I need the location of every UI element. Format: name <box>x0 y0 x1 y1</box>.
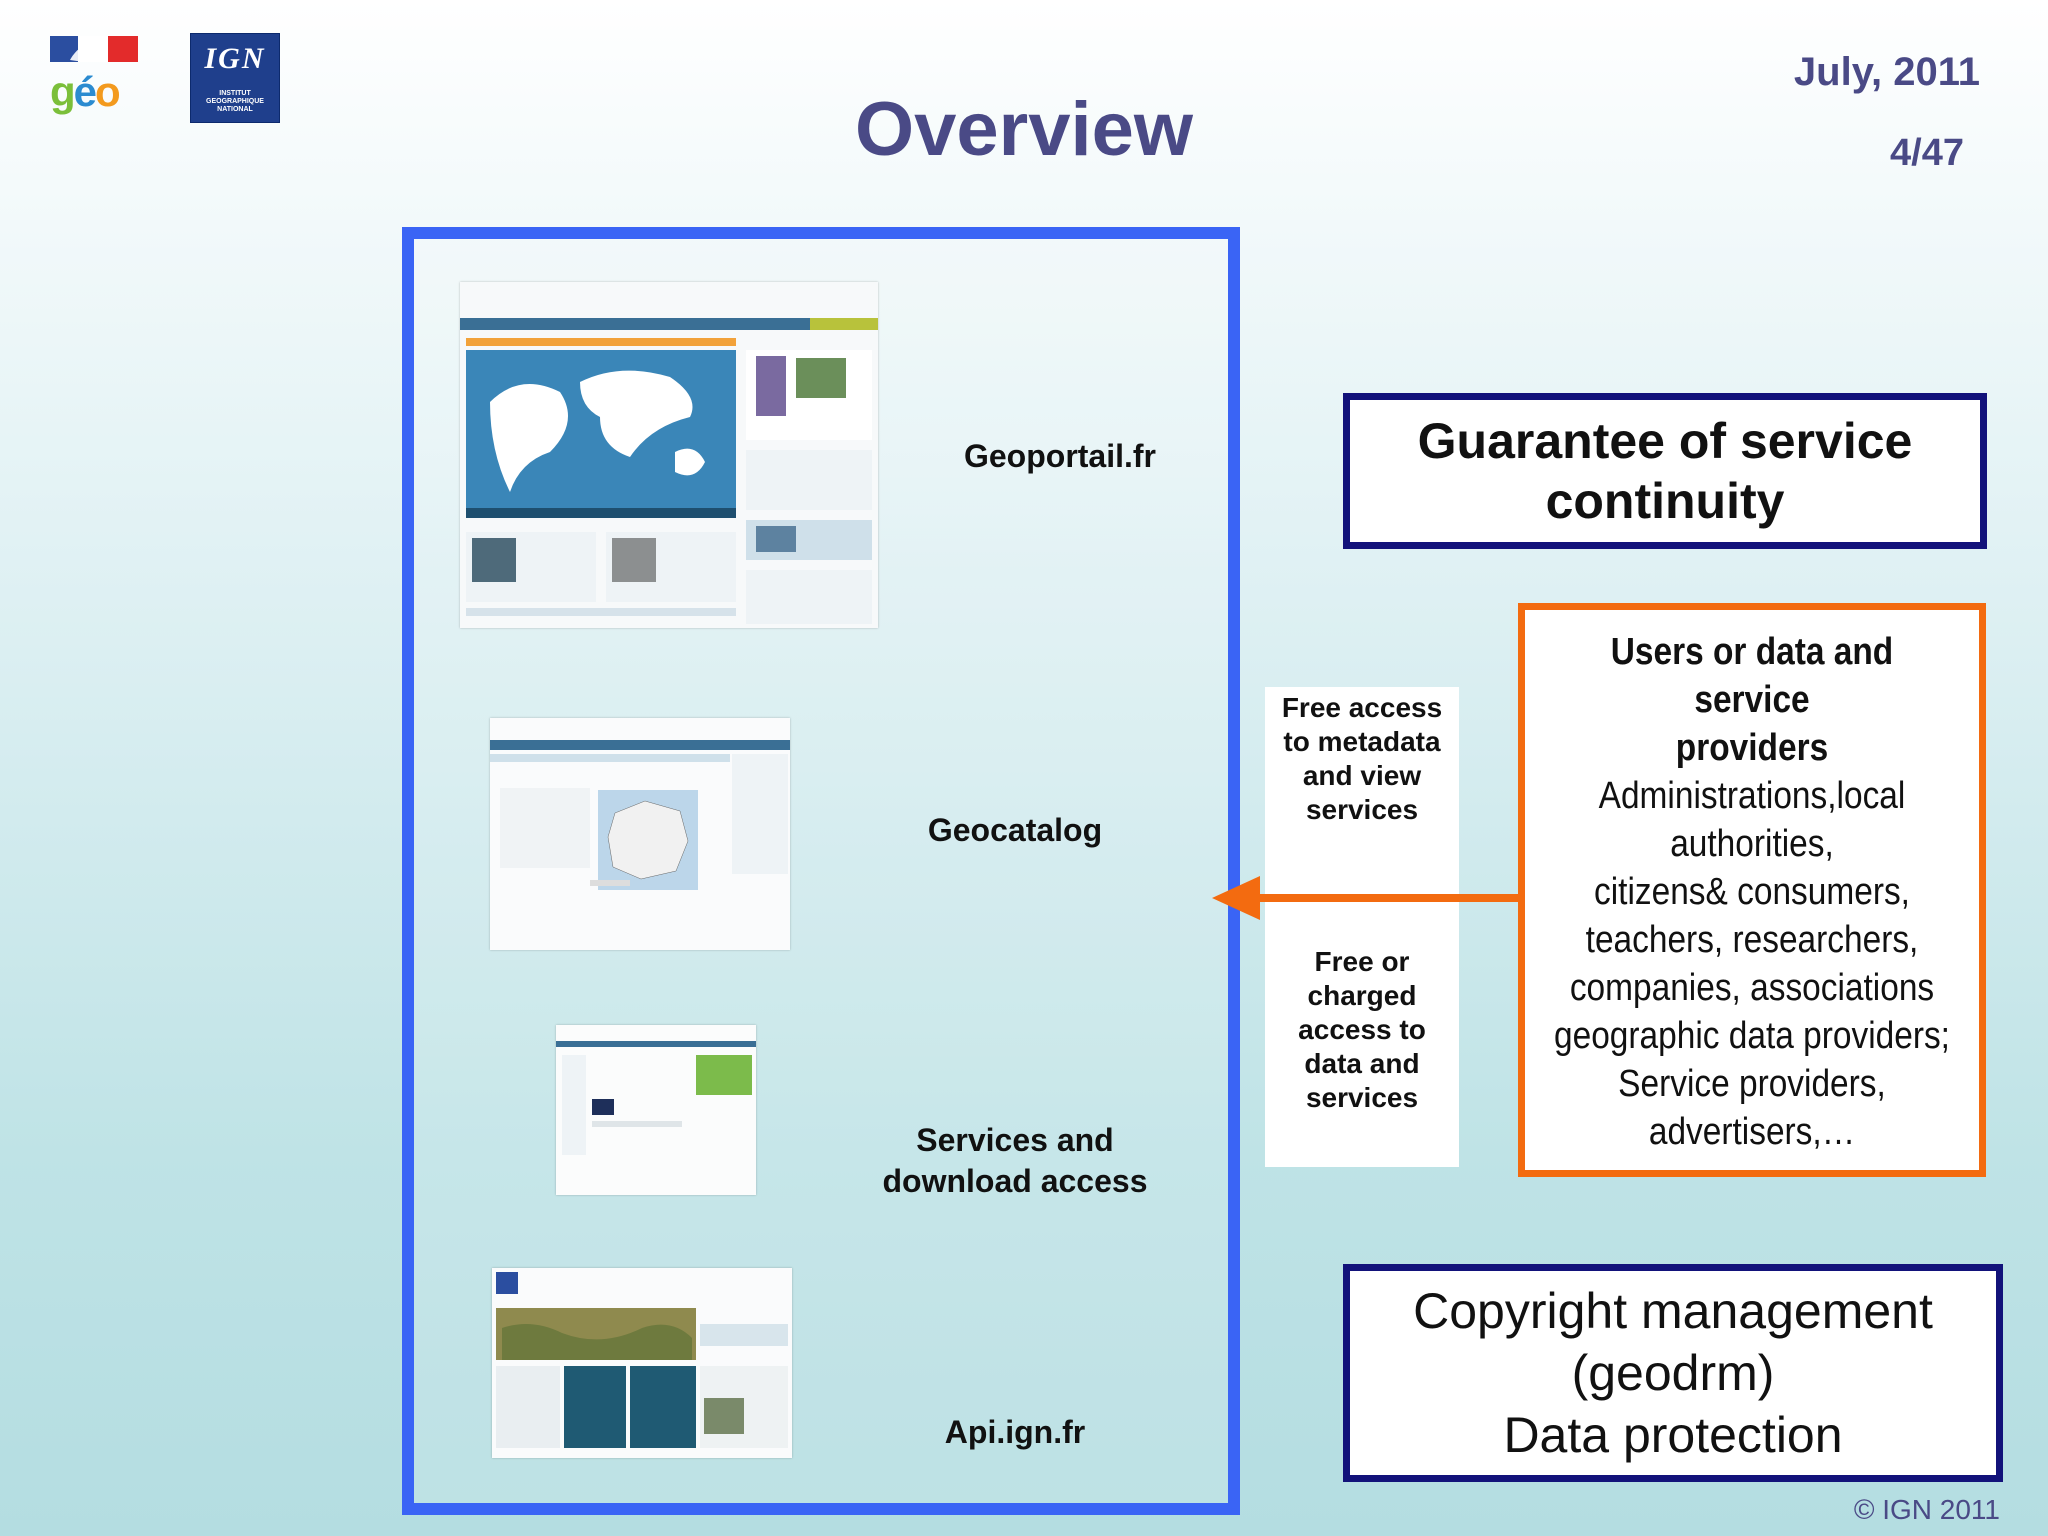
access-bottom-line: Free or <box>1314 946 1410 977</box>
geo-flag-icon <box>50 36 138 62</box>
guarantee-box: Guarantee of service continuity <box>1343 393 1987 549</box>
users-body-line: teachers, researchers, <box>1585 919 1919 961</box>
api-label: Api.ign.fr <box>944 1414 1086 1450</box>
geo-logo: géo <box>50 34 140 115</box>
access-top-line: Free access <box>1281 692 1443 723</box>
date-label: July, 2011 <box>1793 50 1980 94</box>
users-body-line: authorities, <box>1670 823 1834 865</box>
copyright-box-line-1: Copyright management <box>1413 1283 1933 1339</box>
copyright-box-line-3: Data protection <box>1503 1407 1843 1463</box>
users-box: Users or data and service providers Admi… <box>1518 603 1986 1177</box>
geoportail-label: Geoportail.fr <box>963 438 1156 474</box>
users-body-line: Service providers, <box>1618 1063 1886 1105</box>
geoportail-screenshot <box>460 282 878 628</box>
users-heading-line: Users or data and service <box>1610 631 1894 721</box>
access-box: Free access to metadata and view service… <box>1265 687 1459 1167</box>
guarantee-line-1: Guarantee of service <box>1417 413 1913 469</box>
access-top-line: services <box>1305 794 1419 825</box>
footer-copyright: © IGN 2011 <box>1853 1494 2000 1525</box>
access-top: Free access to metadata and view service… <box>1265 687 1459 827</box>
geocatalog-label: Geocatalog <box>927 812 1103 848</box>
services-label: Services and download access <box>882 1122 1148 1199</box>
access-bottom: Free or charged access to data and servi… <box>1265 945 1459 1115</box>
copyright-management-box: Copyright management (geodrm) Data prote… <box>1343 1264 2003 1482</box>
services-screenshot <box>556 1025 756 1195</box>
page-number: 4/47 <box>1890 132 1964 174</box>
geocatalog-screenshot <box>490 718 790 950</box>
arrow-left-icon <box>1212 876 1524 920</box>
ign-logo: IGN INSTITUT GEOGRAPHIQUE NATIONAL <box>190 33 280 123</box>
users-body-line: companies, associations <box>1569 967 1935 1009</box>
copyright-box-line-2: (geodrm) <box>1571 1345 1775 1401</box>
users-body-line: Administrations,local <box>1598 775 1906 817</box>
access-bottom-line: charged <box>1307 980 1417 1011</box>
access-top-line: and view <box>1302 760 1422 791</box>
geo-logo-text: géo <box>50 68 121 115</box>
guarantee-line-2: continuity <box>1545 473 1785 529</box>
users-heading-line: providers <box>1675 727 1829 769</box>
access-bottom-line: data and <box>1304 1048 1420 1079</box>
api-screenshot <box>492 1268 792 1458</box>
access-top-line: to metadata <box>1283 726 1441 757</box>
users-body-line: citizens& consumers, <box>1594 871 1910 913</box>
access-bottom-line: services <box>1305 1082 1419 1113</box>
users-body-line: geographic data providers; <box>1554 1015 1950 1057</box>
ign-logo-letters: IGN <box>204 42 266 75</box>
ign-logo-subtext: INSTITUT GEOGRAPHIQUE NATIONAL <box>206 90 264 113</box>
page-title: Overview <box>855 87 1193 172</box>
users-body-line: advertisers,… <box>1648 1111 1856 1153</box>
access-bottom-line: access to <box>1298 1014 1426 1045</box>
